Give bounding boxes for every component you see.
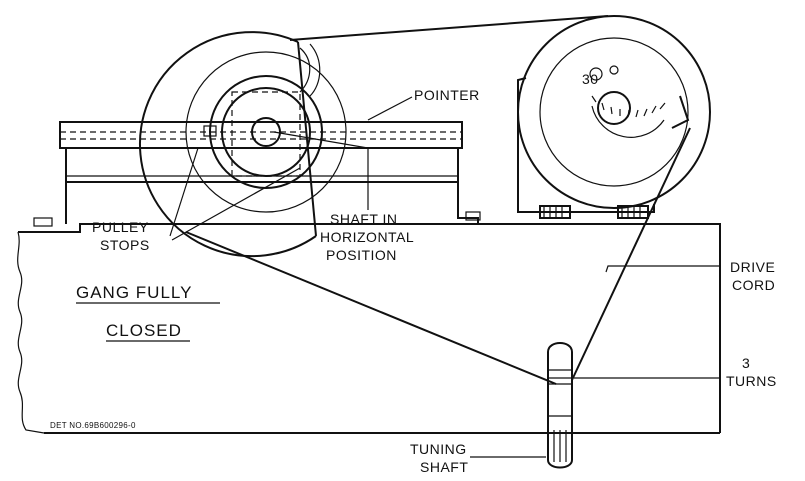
cord-diagonal-run — [185, 231, 557, 385]
label-pointer: POINTER — [414, 87, 480, 103]
left-pulley-shaft — [251, 117, 281, 147]
right-pulley-hole-2 — [609, 65, 619, 75]
capacitor-frame — [517, 77, 655, 213]
label-pulley-stops-1: PULLEY — [92, 219, 149, 235]
label-shaft-2: HORIZONTAL — [320, 229, 414, 245]
chassis — [17, 223, 721, 434]
label-tuning-1: TUNING — [410, 441, 467, 457]
right-mounting-screw — [465, 211, 481, 221]
label-turns-2: TURNS — [726, 373, 777, 389]
left-pulley-hidden-frame — [231, 91, 301, 177]
leader-shaft-position — [273, 131, 369, 210]
label-drive-1: DRIVE — [730, 259, 775, 275]
shaft-knurl — [553, 430, 567, 462]
right-pulley-hole-1 — [589, 67, 603, 81]
dial-pulley-left — [138, 31, 347, 258]
chassis-break-edge — [17, 231, 45, 434]
label-shaft-1: SHAFT IN — [330, 211, 398, 227]
label-pulley-stops-2: STOPS — [100, 237, 150, 253]
left-pulley-flat — [297, 41, 317, 237]
dial-scale-arc — [591, 105, 665, 138]
cord-right-run — [571, 127, 691, 381]
tuning-shaft — [547, 342, 573, 469]
cord-top-run — [289, 15, 609, 41]
leader-lines — [169, 96, 720, 458]
drive-cord — [185, 15, 691, 385]
leader-pulley-stops-1 — [169, 147, 199, 237]
left-pulley-rim — [138, 31, 317, 258]
dial-pulley-right: 30 — [517, 15, 711, 219]
leader-pointer — [367, 96, 413, 121]
shaft-cord-turns — [548, 369, 572, 385]
dial-scale-ticks — [591, 95, 666, 118]
left-mounting-screw — [33, 217, 53, 227]
label-gang-2: CLOSED — [106, 321, 182, 340]
cord-anchor-spring — [299, 47, 311, 93]
left-pulley-hub-ring — [209, 75, 323, 189]
right-pulley-hub — [597, 91, 631, 125]
label-det-no: DET NO.69B600296-0 — [50, 421, 136, 430]
dial-mark-30: 30 — [582, 71, 599, 87]
label-gang-1: GANG FULLY — [76, 283, 192, 302]
label-shaft-3: POSITION — [326, 247, 397, 263]
cord-anchor-spring-2 — [309, 43, 321, 97]
leader-pulley-stops-2 — [171, 167, 301, 241]
tuning-shaft-body — [547, 342, 573, 469]
right-pulley-rim — [517, 15, 711, 209]
capacitor-spring-1 — [539, 205, 571, 219]
bracket-right-foot — [457, 182, 479, 224]
label-turns-1: 3 — [742, 355, 750, 371]
label-tuning-2: SHAFT — [420, 459, 468, 475]
pointer-bracket — [33, 121, 481, 227]
left-pulley-inner-ring — [185, 51, 347, 213]
right-cord-notch — [671, 95, 690, 129]
bracket-frame — [65, 148, 459, 183]
label-drive-2: CORD — [732, 277, 775, 293]
chassis-edge — [18, 223, 721, 433]
labels: POINTER PULLEY STOPS SHAFT IN HORIZONTAL… — [50, 87, 777, 475]
right-pulley-inner-ring — [539, 37, 689, 187]
leader-drive-cord — [605, 265, 720, 273]
capacitor-spring-coils — [543, 206, 641, 218]
